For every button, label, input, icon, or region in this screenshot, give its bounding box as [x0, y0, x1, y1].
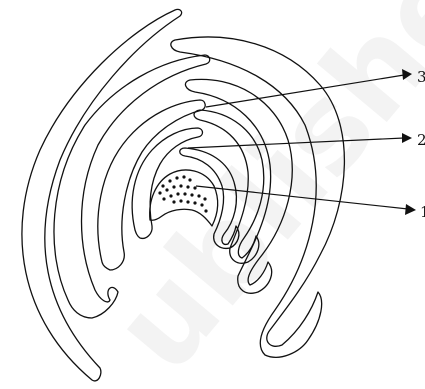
label-3: 3 [417, 68, 425, 86]
svg-text:ublished: ublished [87, 0, 425, 389]
label-1: 1 [420, 203, 425, 221]
watermark: ublished [87, 0, 425, 389]
label-2: 2 [417, 131, 425, 149]
